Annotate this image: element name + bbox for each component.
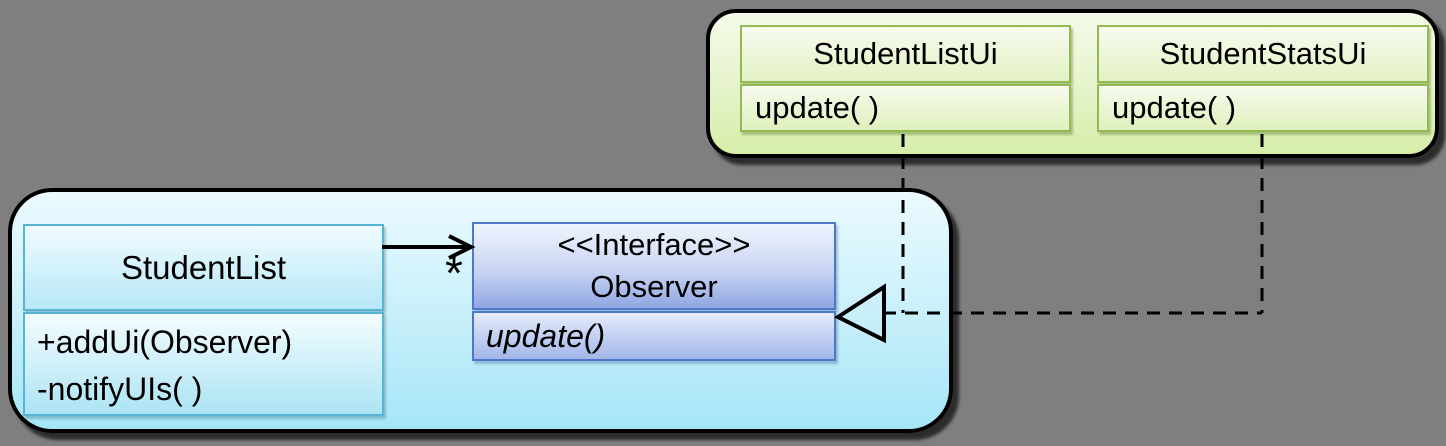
association-multiplicity-label: * bbox=[445, 247, 463, 299]
class-observer-interface: <<Interface>> Observer update() bbox=[472, 222, 836, 361]
student-list-ui-method: update( ) bbox=[740, 84, 1071, 132]
student-list-title: StudentList bbox=[23, 224, 384, 311]
observers-group-panel: StudentListUi update( ) StudentStatsUi u… bbox=[706, 9, 1439, 158]
class-student-stats-ui: StudentStatsUi update( ) bbox=[1097, 25, 1429, 132]
subject-group-panel: StudentList +addUi(Observer) -notifyUIs(… bbox=[8, 188, 953, 433]
student-stats-ui-title: StudentStatsUi bbox=[1097, 25, 1429, 83]
class-student-list: StudentList +addUi(Observer) -notifyUIs(… bbox=[23, 224, 384, 416]
observer-title: Observer bbox=[590, 269, 718, 304]
student-list-ui-title: StudentListUi bbox=[740, 25, 1071, 83]
student-list-methods: +addUi(Observer) -notifyUIs( ) bbox=[23, 312, 384, 416]
observer-title-compartment: <<Interface>> Observer bbox=[472, 222, 836, 310]
class-student-list-ui: StudentListUi update( ) bbox=[740, 25, 1071, 132]
student-stats-ui-method: update( ) bbox=[1097, 84, 1429, 132]
student-list-method-addui: +addUi(Observer) bbox=[37, 324, 293, 360]
student-list-method-notifyuis: -notifyUIs( ) bbox=[37, 371, 203, 407]
observer-stereotype: <<Interface>> bbox=[557, 227, 751, 262]
observer-method-update: update() bbox=[472, 311, 836, 361]
